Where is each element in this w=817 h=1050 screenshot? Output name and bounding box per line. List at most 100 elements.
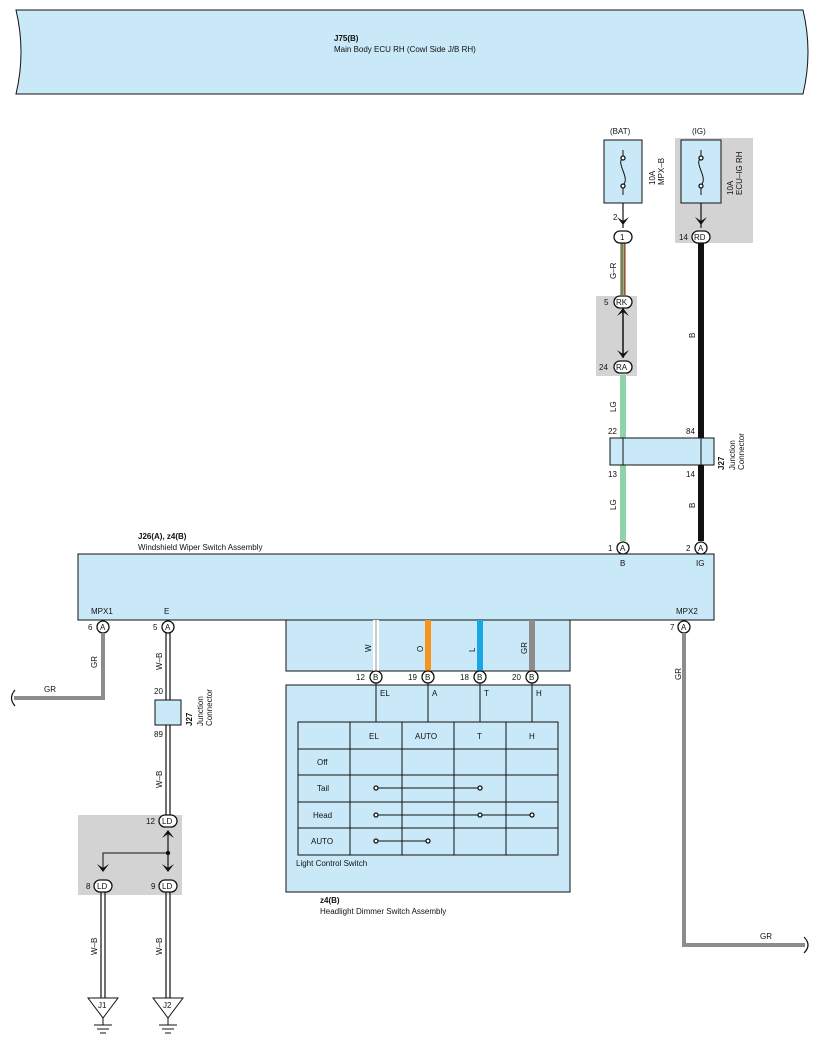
ground-j1 [87,997,119,1019]
svg-text:H: H [536,689,542,698]
svg-text:14: 14 [679,233,688,242]
table-header-auto: AUTO [415,732,437,741]
connector-rd [691,230,711,244]
svg-text:B: B [688,503,697,508]
svg-text:B: B [529,673,534,682]
ecu-ig-fuse-name: ECU–IG RH [735,151,744,195]
connector-ra [613,360,633,374]
svg-text:B: B [688,333,697,338]
ecu-code: J75(B) [334,34,359,43]
svg-text:J27: J27 [185,712,194,726]
connector-1 [613,230,633,244]
ecu-name: Main Body ECU RH (Cowl Side J/B RH) [334,45,476,54]
svg-text:2: 2 [613,213,618,222]
svg-text:W–B: W–B [155,653,164,670]
svg-text:5: 5 [153,623,158,632]
svg-text:LD: LD [97,882,107,891]
main-body-ecu-box [15,9,809,95]
svg-text:LD: LD [162,882,172,891]
svg-text:L: L [468,647,477,652]
ecu-ig-fuse-rating: 10A [726,180,735,195]
connector-ld-left [93,879,113,893]
j27-junction-connector-bottom [154,699,182,726]
svg-text:1: 1 [608,544,613,553]
svg-text:O: O [416,646,425,652]
svg-text:W–B: W–B [155,938,164,955]
svg-text:G–R: G–R [609,262,618,279]
j27-junction-connector-top [609,437,715,466]
svg-text:GR: GR [760,932,772,941]
svg-text:Connector: Connector [205,689,214,726]
table-row-tail: Tail [317,784,329,793]
svg-text:MPX1: MPX1 [91,607,113,616]
svg-text:89: 89 [154,730,163,739]
svg-text:Junction: Junction [728,440,737,470]
svg-text:B: B [477,673,482,682]
table-row-head: Head [313,811,332,820]
svg-text:LG: LG [609,401,618,412]
svg-text:IG: IG [696,559,704,568]
svg-text:W–B: W–B [90,938,99,955]
dimmer-code: z4(B) [320,896,340,905]
svg-text:24: 24 [599,363,608,372]
svg-text:GR: GR [674,668,683,680]
svg-text:GR: GR [44,685,56,694]
svg-text:E: E [164,607,169,616]
wiper-code: J26(A), z4(B) [138,532,187,541]
svg-text:RD: RD [694,233,706,242]
svg-text:RK: RK [616,298,628,307]
svg-text:J1: J1 [98,1001,107,1010]
svg-text:8: 8 [86,882,91,891]
svg-text:EL: EL [380,689,390,698]
svg-text:22: 22 [608,427,617,436]
table-header-t: T [477,732,482,741]
svg-text:20: 20 [154,687,163,696]
svg-text:W–B: W–B [155,771,164,788]
svg-text:14: 14 [686,470,695,479]
gr-wire-right [682,633,805,947]
table-row-auto: AUTO [311,837,333,846]
light-control-switch-label: Light Control Switch [296,859,367,868]
svg-text:LD: LD [162,817,172,826]
dimmer-name: Headlight Dimmer Switch Assembly [320,907,446,916]
svg-text:A: A [165,623,171,632]
svg-text:1: 1 [620,233,625,242]
svg-text:LG: LG [609,499,618,510]
svg-text:12: 12 [146,817,155,826]
svg-text:J2: J2 [163,1001,172,1010]
svg-text:2: 2 [686,544,691,553]
svg-text:20: 20 [512,673,521,682]
svg-text:18: 18 [460,673,469,682]
svg-text:12: 12 [356,673,365,682]
mpx-b-fuse-name: MPX–B [657,158,666,185]
connector-ld-top [158,814,178,828]
bat-source-label: (BAT) [610,127,631,136]
svg-text:84: 84 [686,427,695,436]
svg-text:7: 7 [670,623,675,632]
ground-j2 [152,997,184,1019]
svg-text:GR: GR [520,642,529,654]
mpx-b-fuse-rating: 10A [648,170,657,185]
svg-text:A: A [100,623,106,632]
svg-text:19: 19 [408,673,417,682]
svg-text:Junction: Junction [196,696,205,726]
svg-text:W: W [364,644,373,652]
svg-text:B: B [620,559,625,568]
svg-text:A: A [432,689,438,698]
svg-text:6: 6 [88,623,93,632]
ig-source-label: (IG) [692,127,706,136]
svg-text:13: 13 [608,470,617,479]
svg-text:MPX2: MPX2 [676,607,698,616]
gr-wire-left [14,633,105,700]
svg-text:A: A [681,623,687,632]
svg-text:B: B [425,673,430,682]
svg-text:A: A [620,544,626,553]
svg-text:B: B [373,673,378,682]
light-control-switch-table: EL AUTO T H Off Tail Head AUTO [297,721,559,856]
svg-text:GR: GR [90,656,99,668]
wiper-name: Windshield Wiper Switch Assembly [138,543,262,552]
table-header-h: H [529,732,535,741]
svg-text:9: 9 [151,882,156,891]
svg-text:A: A [698,544,704,553]
